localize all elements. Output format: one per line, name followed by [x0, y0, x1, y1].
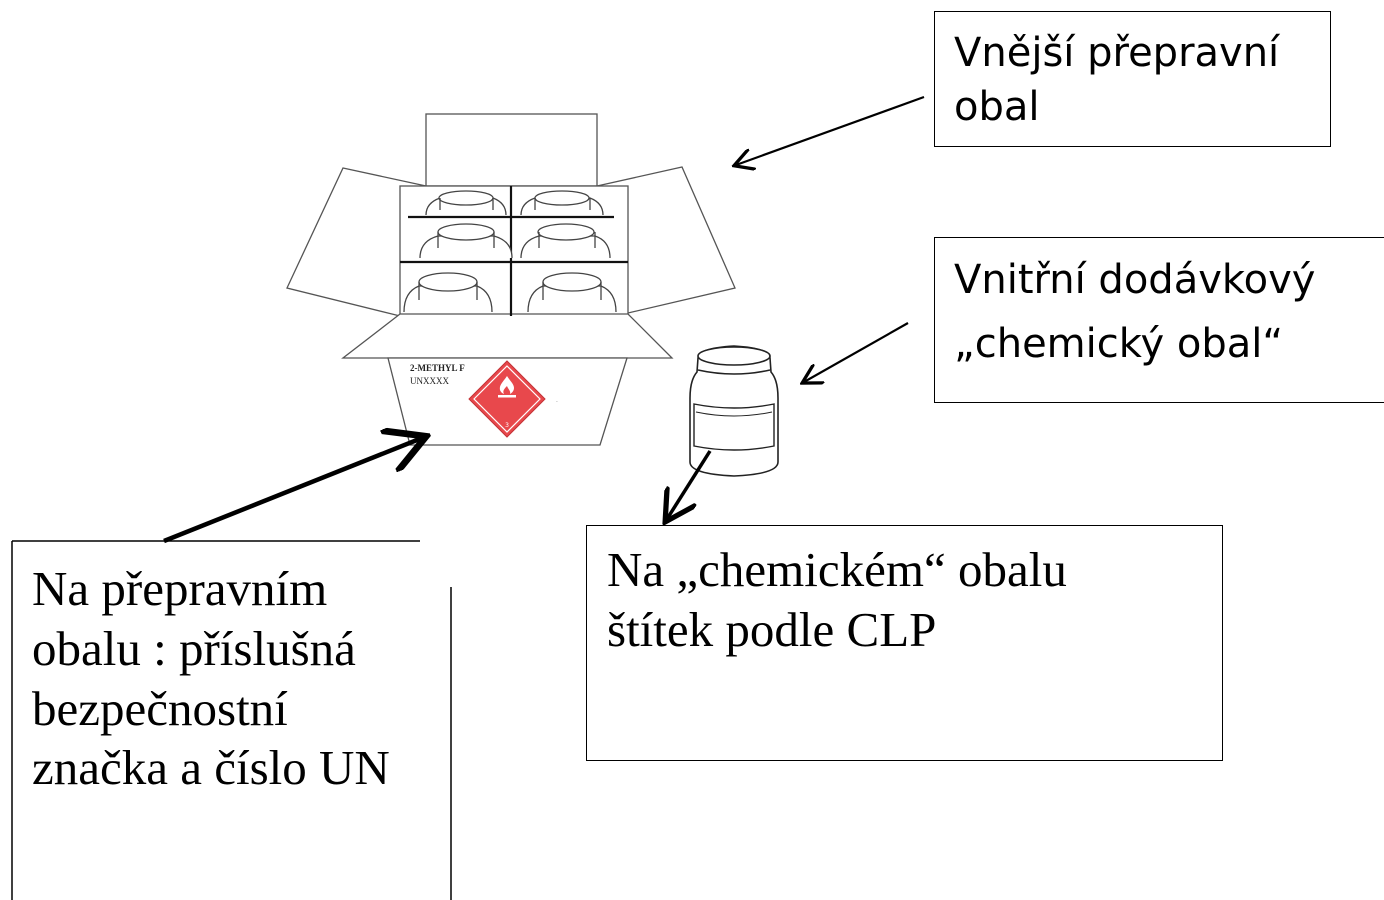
bottle-label-line [695, 411, 773, 417]
box-front-flap [341, 313, 674, 359]
clp-label-callout: Na „chemickém“ obalu štítek podle CLP [586, 525, 1223, 761]
bottle-label [693, 403, 775, 451]
transport-label-frame [11, 540, 452, 900]
inner-packaging-line-1: Vnitřní dodávkový [954, 257, 1316, 303]
bottle-top-1 [425, 190, 507, 216]
arrow-clp-label [667, 450, 712, 519]
inner-packaging-callout: Vnitřní dodávkový „chemický obal“ [934, 237, 1384, 403]
bottle-top-3 [419, 223, 513, 259]
box-bottles [403, 190, 617, 313]
hazard-class-number: 3 [505, 422, 509, 429]
hazard-diamond-shape [468, 360, 546, 438]
transport-label-line-2: obalu : příslušná [32, 620, 356, 676]
box-marking-name: 2-METHYL F [410, 363, 465, 373]
clp-label-line-1: Na „chemickém“ obalu [607, 542, 1067, 597]
bottle-cap-top [697, 346, 771, 366]
bottle-top-2 [520, 190, 604, 216]
transport-label-line-1: Na přepravním [32, 561, 328, 616]
bottle-top-6 [527, 272, 617, 313]
hazard-diamond-border [473, 365, 541, 433]
chemical-bottle [689, 345, 779, 477]
box-marking-dot: · [556, 399, 558, 406]
arrow-inner-packaging [804, 322, 909, 382]
transport-label-line-4: značka a číslo UN [32, 740, 390, 796]
arrow-outer-packaging [736, 95, 925, 165]
bottle-shoulder [697, 369, 771, 375]
transport-label-line-3: bezpečnostní [32, 680, 288, 736]
hazard-diamond: 3 [468, 360, 546, 438]
bottle-top-4 [520, 223, 611, 259]
box-back-flap [425, 113, 598, 187]
arrow-transport-label [163, 438, 422, 544]
bottle-top-5 [403, 272, 493, 313]
outer-packaging-line-1: Vnější přepravní [954, 30, 1280, 76]
clp-label-line-2: štítek podle CLP [607, 601, 937, 657]
outer-packaging-line-2: obal [954, 84, 1040, 130]
inner-packaging-line-2: „chemický obal“ [954, 321, 1284, 367]
box-marking-un: UNXXXX [410, 376, 449, 386]
outer-packaging-callout: Vnější přepravní obal [934, 11, 1331, 147]
transport-label-callout: Na přepravním obalu : příslušná bezpečno… [12, 541, 452, 900]
flammable-flame-icon [498, 376, 516, 398]
